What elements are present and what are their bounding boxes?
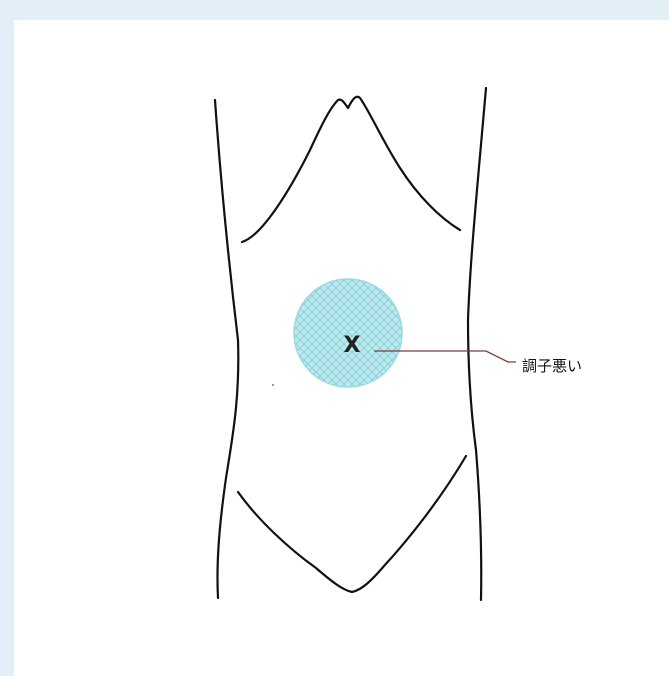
stray-dot bbox=[272, 384, 274, 386]
affected-point-marker: X bbox=[344, 333, 361, 358]
torso-right-side bbox=[468, 88, 486, 600]
callout-label: 調子悪い bbox=[522, 357, 582, 375]
torso-left-side bbox=[215, 100, 238, 598]
pelvis-outline bbox=[238, 456, 466, 592]
rib-cage-outline bbox=[242, 97, 460, 242]
